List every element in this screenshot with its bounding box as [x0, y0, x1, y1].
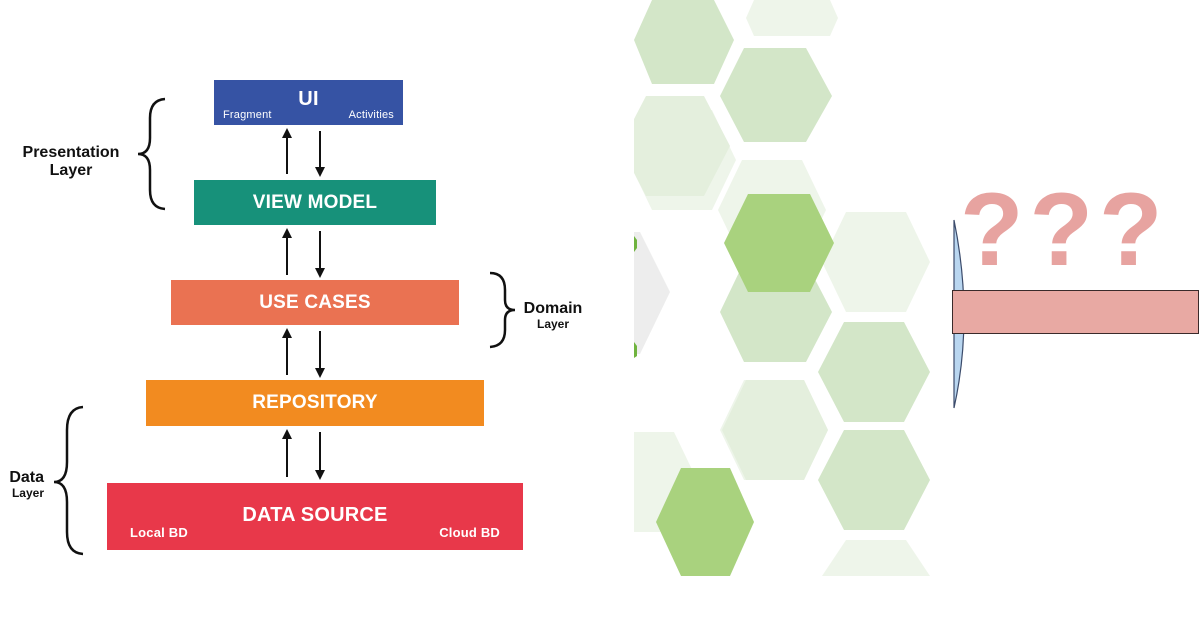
use-cases-layer-box: USE CASES	[171, 280, 459, 325]
ui-layer-box: UI Fragment Activities	[214, 80, 403, 125]
hex-light	[634, 96, 730, 196]
view-model-layer-title: VIEW MODEL	[252, 191, 378, 213]
hex-light	[722, 380, 828, 480]
data-brace	[53, 405, 84, 556]
domain-brace	[489, 271, 516, 349]
pink-bar	[952, 290, 1199, 334]
hex-faint	[746, 0, 838, 36]
light-hexes	[634, 96, 828, 480]
presentation-label-line1: Presentation	[22, 144, 120, 161]
hex-faint	[822, 212, 930, 312]
ui-layer-title: UI	[298, 88, 319, 110]
ui-sub-activities: Activities	[348, 109, 394, 121]
data-layer-label: Data Layer	[0, 469, 44, 501]
data-source-layer-title: DATA SOURCE	[242, 504, 388, 526]
domain-label-line1: Domain	[523, 300, 583, 317]
domain-layer-label: Domain Layer	[516, 300, 590, 332]
presentation-brace	[137, 97, 166, 211]
hex-mid	[818, 430, 930, 530]
hex-bright	[724, 194, 834, 292]
use-cases-layer-title: USE CASES	[259, 291, 371, 313]
architecture-diagram: UI Fragment Activities VIEW MODEL USE CA…	[0, 80, 590, 556]
ui-sub-fragment: Fragment	[223, 109, 272, 121]
left-arrow-accent	[634, 236, 637, 252]
hexagon-svg	[634, 0, 930, 576]
data-source-layer-box: DATA SOURCE Local BD Cloud BD	[107, 483, 523, 550]
data-label-line2: Layer	[11, 486, 44, 501]
repository-layer-title: REPOSITORY	[252, 392, 378, 413]
bright-hexes	[656, 194, 834, 576]
left-arrow-shape	[634, 232, 670, 354]
hex-mid	[634, 0, 734, 84]
hex-faint	[822, 540, 930, 576]
question-marks: ???	[960, 172, 1169, 288]
hexagon-pattern	[634, 0, 954, 576]
left-arrow-accent	[634, 342, 637, 358]
data-source-sub-cloud: Cloud BD	[439, 525, 500, 540]
arrows-ui-viewmodel	[282, 128, 325, 177]
hex-mid	[818, 322, 930, 422]
presentation-label-line2: Layer	[49, 162, 93, 180]
view-model-layer-box: VIEW MODEL	[194, 180, 436, 225]
hex-bright	[656, 468, 754, 576]
arrows-viewmodel-usecases	[282, 228, 325, 278]
data-source-sub-local: Local BD	[130, 525, 188, 540]
presentation-layer-label: Presentation Layer	[8, 144, 134, 181]
domain-label-line2: Layer	[536, 317, 570, 332]
arrows-repository-datasource	[282, 429, 325, 480]
data-label-line1: Data	[9, 469, 44, 486]
arrows-usecases-repository	[282, 328, 325, 378]
decorative-image: ???	[634, 0, 1200, 630]
hex-mid	[720, 48, 832, 142]
repository-layer-box: REPOSITORY	[146, 380, 484, 426]
